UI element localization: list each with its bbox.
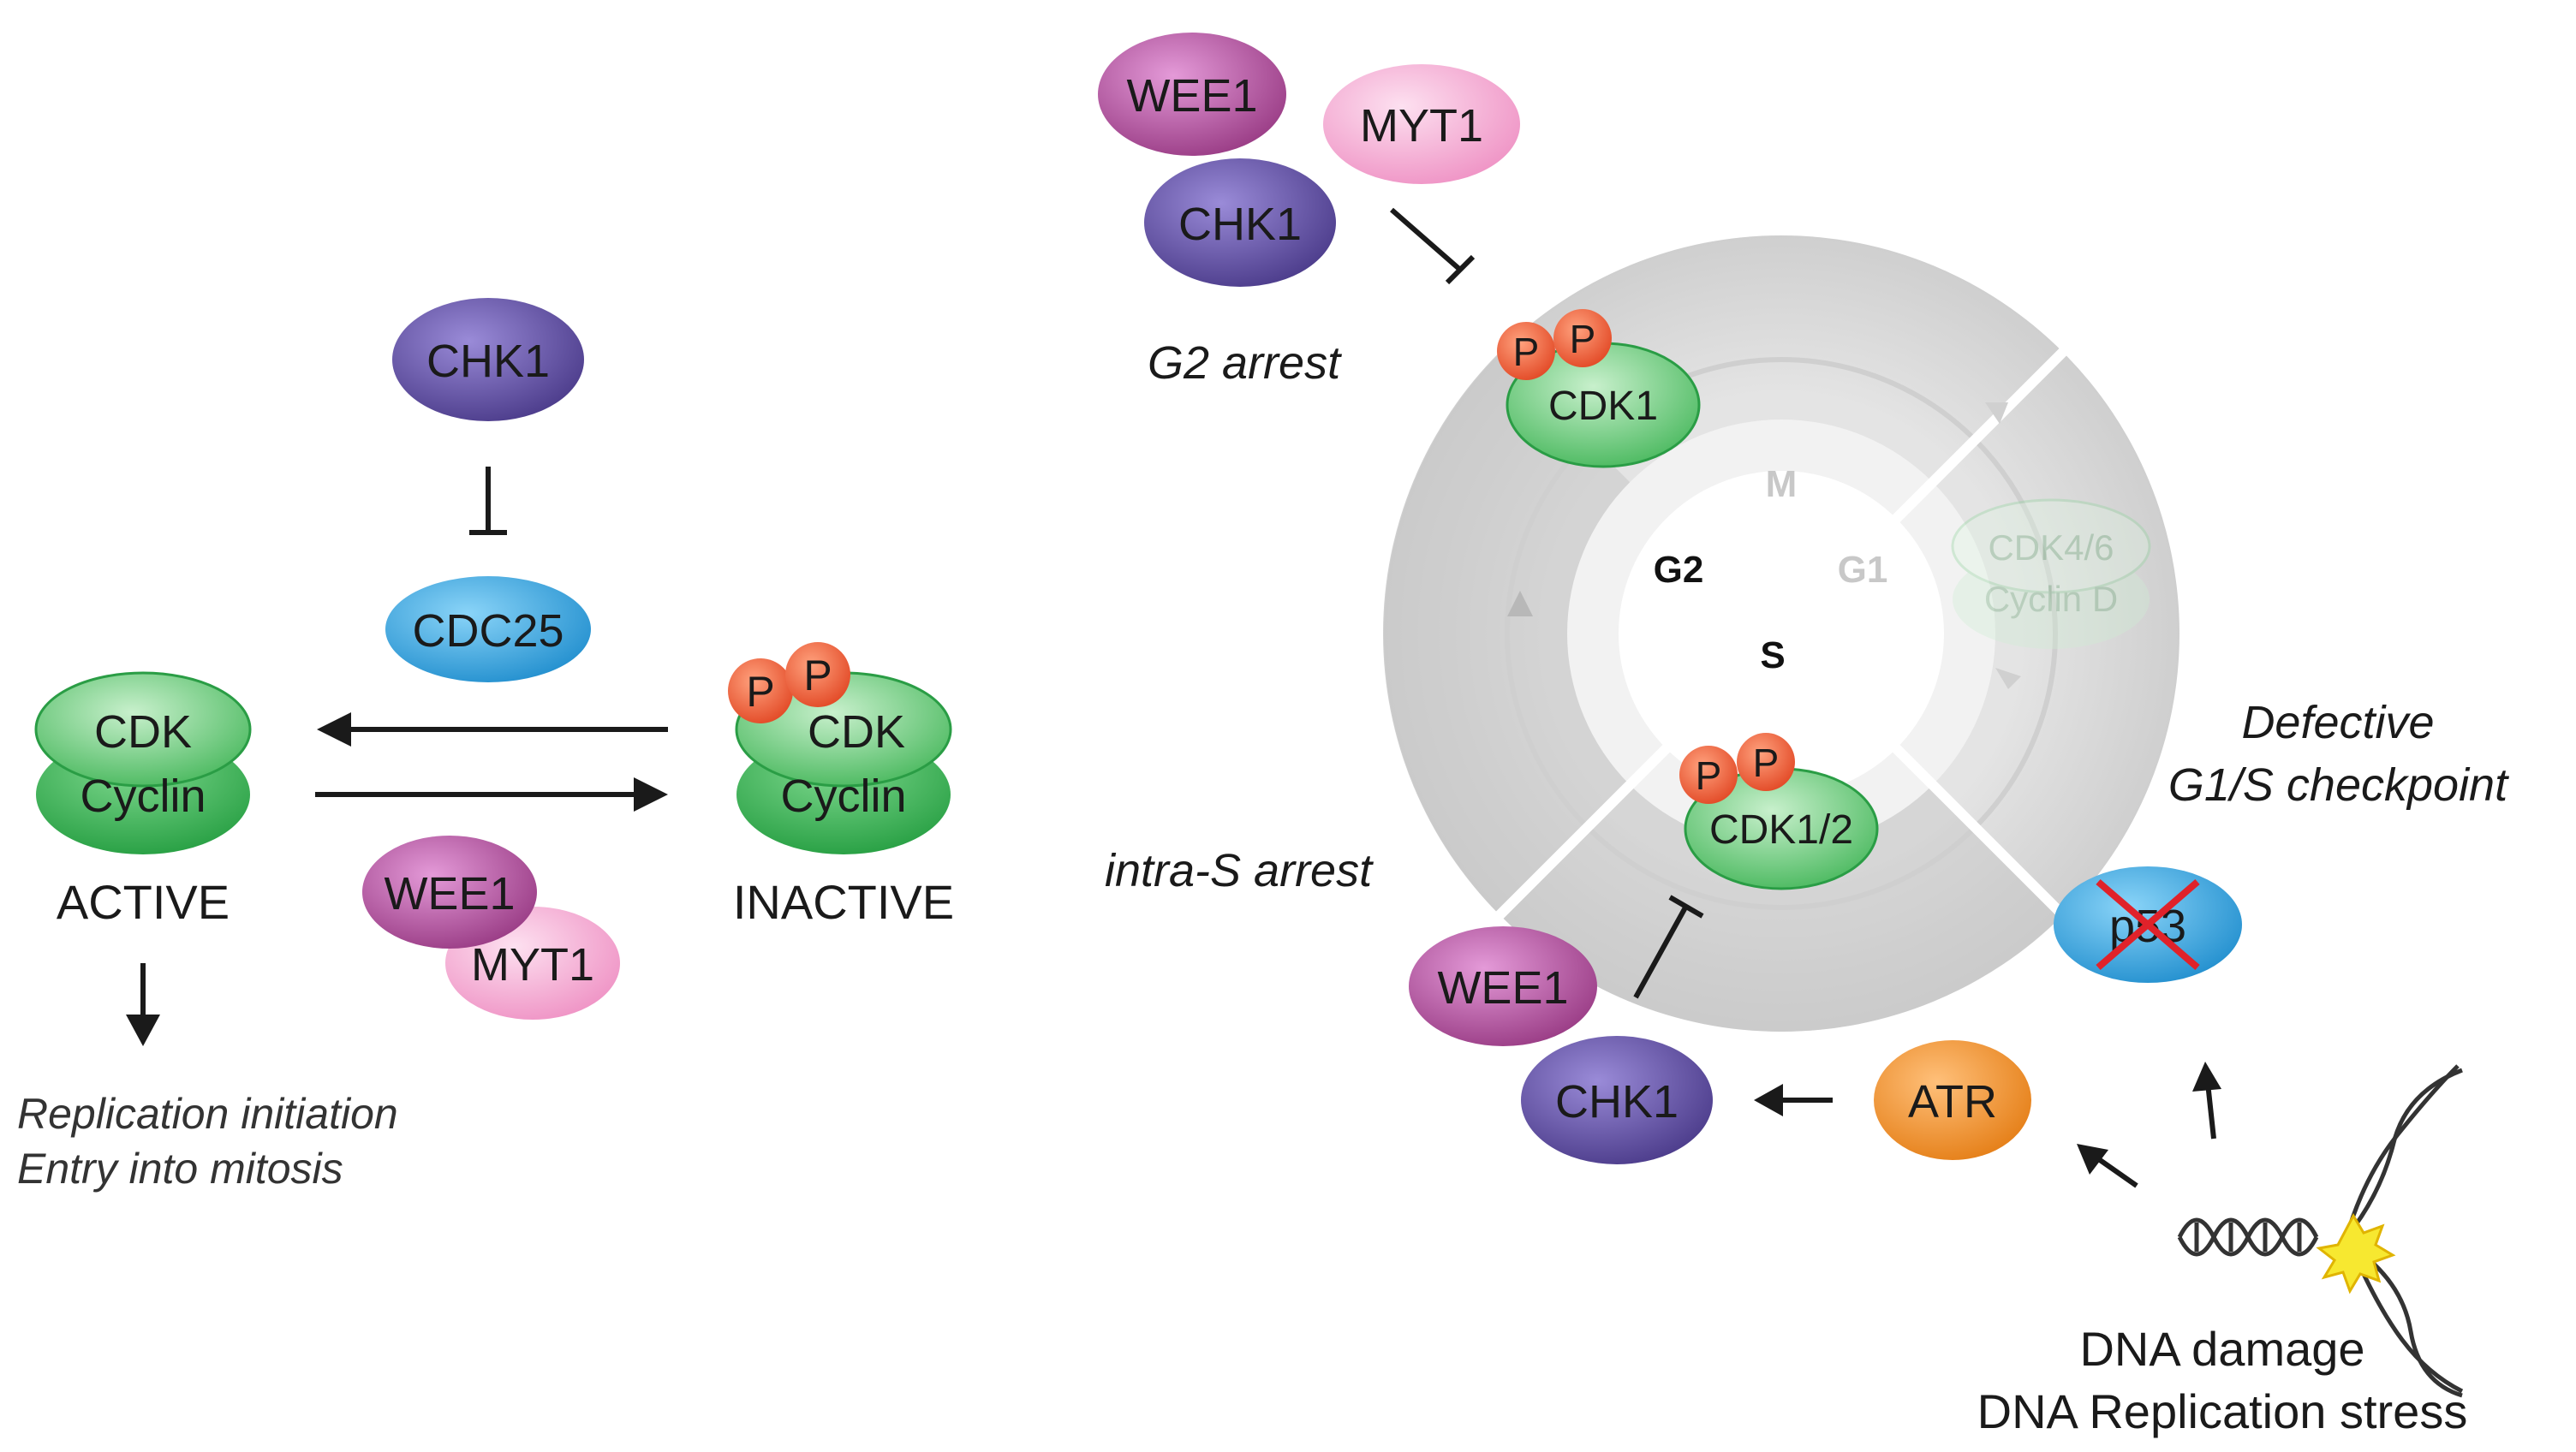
dna-helix-icon xyxy=(2177,1064,2464,1398)
cdk12-phospho-1: P xyxy=(1696,753,1722,798)
cdk12-phospho-2: P xyxy=(1753,741,1780,785)
dna-to-p53-arrow xyxy=(2192,1062,2221,1140)
cyclind-label: Cyclin D xyxy=(1984,579,2118,619)
dna-replication-stress-label: DNA Replication stress xyxy=(1977,1384,2468,1438)
myt1-label-left: MYT1 xyxy=(471,939,594,991)
phospho-group-left: P P xyxy=(728,642,850,723)
cdk46-cyclind-faded: CDK4/6 Cyclin D xyxy=(1951,498,2151,649)
phospho-2-left: P xyxy=(803,652,832,699)
inactive-cyclin-label: Cyclin xyxy=(780,771,906,822)
phosphorylation-arrow xyxy=(315,777,668,812)
wee1-node-left: WEE1 xyxy=(362,836,537,949)
chk1-label-left: CHK1 xyxy=(426,336,550,387)
cdk1-node: CDK1 P P xyxy=(1497,309,1701,468)
phase-g2: G2 xyxy=(1654,549,1704,591)
chk1-node-g2: CHK1 xyxy=(1144,158,1336,287)
dephosphorylation-arrow xyxy=(317,712,668,747)
atr-to-chk1-arrow xyxy=(1754,1084,1833,1116)
cdc25-node: CDC25 xyxy=(385,576,591,682)
g2-inhibition xyxy=(1390,207,1476,285)
phase-g1: G1 xyxy=(1838,549,1888,591)
chk1-node-s: CHK1 xyxy=(1521,1036,1713,1164)
inactive-cdk-label: CDK xyxy=(808,706,905,758)
phase-s: S xyxy=(1760,634,1785,676)
cdk1-phospho-1: P xyxy=(1513,330,1540,374)
outcome-mitosis: Entry into mitosis xyxy=(17,1145,343,1193)
dna-damage-label: DNA damage xyxy=(2079,1322,2364,1376)
wee1-node-s: WEE1 xyxy=(1409,926,1597,1046)
active-cdk-cyclin: CDK Cyclin xyxy=(34,671,252,854)
chk1-label-g2: CHK1 xyxy=(1178,199,1302,250)
cdk46-label: CDK4/6 xyxy=(1988,527,2114,568)
g2-arrest-label: G2 arrest xyxy=(1148,337,1342,389)
s-inhibition xyxy=(1633,895,1704,999)
cdk12-label: CDK1/2 xyxy=(1709,807,1853,853)
left-panel: CHK1 CDC25 CDK Cyclin ACTIVE CDK Cyclin xyxy=(17,298,954,1193)
cdc25-label: CDC25 xyxy=(412,605,564,657)
chk1-label-s: CHK1 xyxy=(1555,1076,1679,1128)
atr-label: ATR xyxy=(1908,1076,1997,1128)
phospho-1-left: P xyxy=(746,668,774,716)
intra-s-arrest-label: intra-S arrest xyxy=(1105,845,1374,896)
cdk12-node: CDK1/2 P P xyxy=(1679,733,1879,890)
active-cdk-label: CDK xyxy=(94,706,192,758)
active-state-label: ACTIVE xyxy=(57,875,230,929)
chk1-node-left: CHK1 xyxy=(392,298,584,421)
cell-cycle-wheel xyxy=(1383,235,2179,1032)
cdk1-phospho-2: P xyxy=(1570,317,1596,361)
wee1-label-left: WEE1 xyxy=(384,868,515,919)
wee1-node-g2: WEE1 xyxy=(1098,33,1286,156)
outcome-arrow xyxy=(126,963,160,1046)
outcome-replication: Replication initiation xyxy=(17,1090,398,1138)
dna-to-atr-arrow xyxy=(2077,1144,2138,1188)
phase-m: M xyxy=(1766,463,1798,505)
defective-label-2: G1/S checkpoint xyxy=(2168,759,2509,811)
defective-label-1: Defective xyxy=(2241,697,2434,748)
inactive-cdk-cyclin: CDK Cyclin P P xyxy=(728,642,952,854)
inactive-state-label: INACTIVE xyxy=(733,875,954,929)
wee1-label-s: WEE1 xyxy=(1437,962,1568,1014)
myt1-node-g2: MYT1 xyxy=(1323,64,1520,184)
wee1-label-g2: WEE1 xyxy=(1126,70,1257,122)
myt1-label-g2: MYT1 xyxy=(1360,100,1483,152)
p53-node: p53 xyxy=(2054,866,2242,983)
right-panel: M G1 G2 S CDK4/6 Cyclin D CDK1 P P CDK1/… xyxy=(1098,33,2509,1438)
atr-node: ATR xyxy=(1874,1040,2031,1160)
chk1-inhibition-left xyxy=(469,467,507,535)
cdk1-label: CDK1 xyxy=(1548,384,1658,429)
dna-damage-burst-icon xyxy=(2316,1212,2396,1294)
active-cyclin-label: Cyclin xyxy=(80,771,206,822)
